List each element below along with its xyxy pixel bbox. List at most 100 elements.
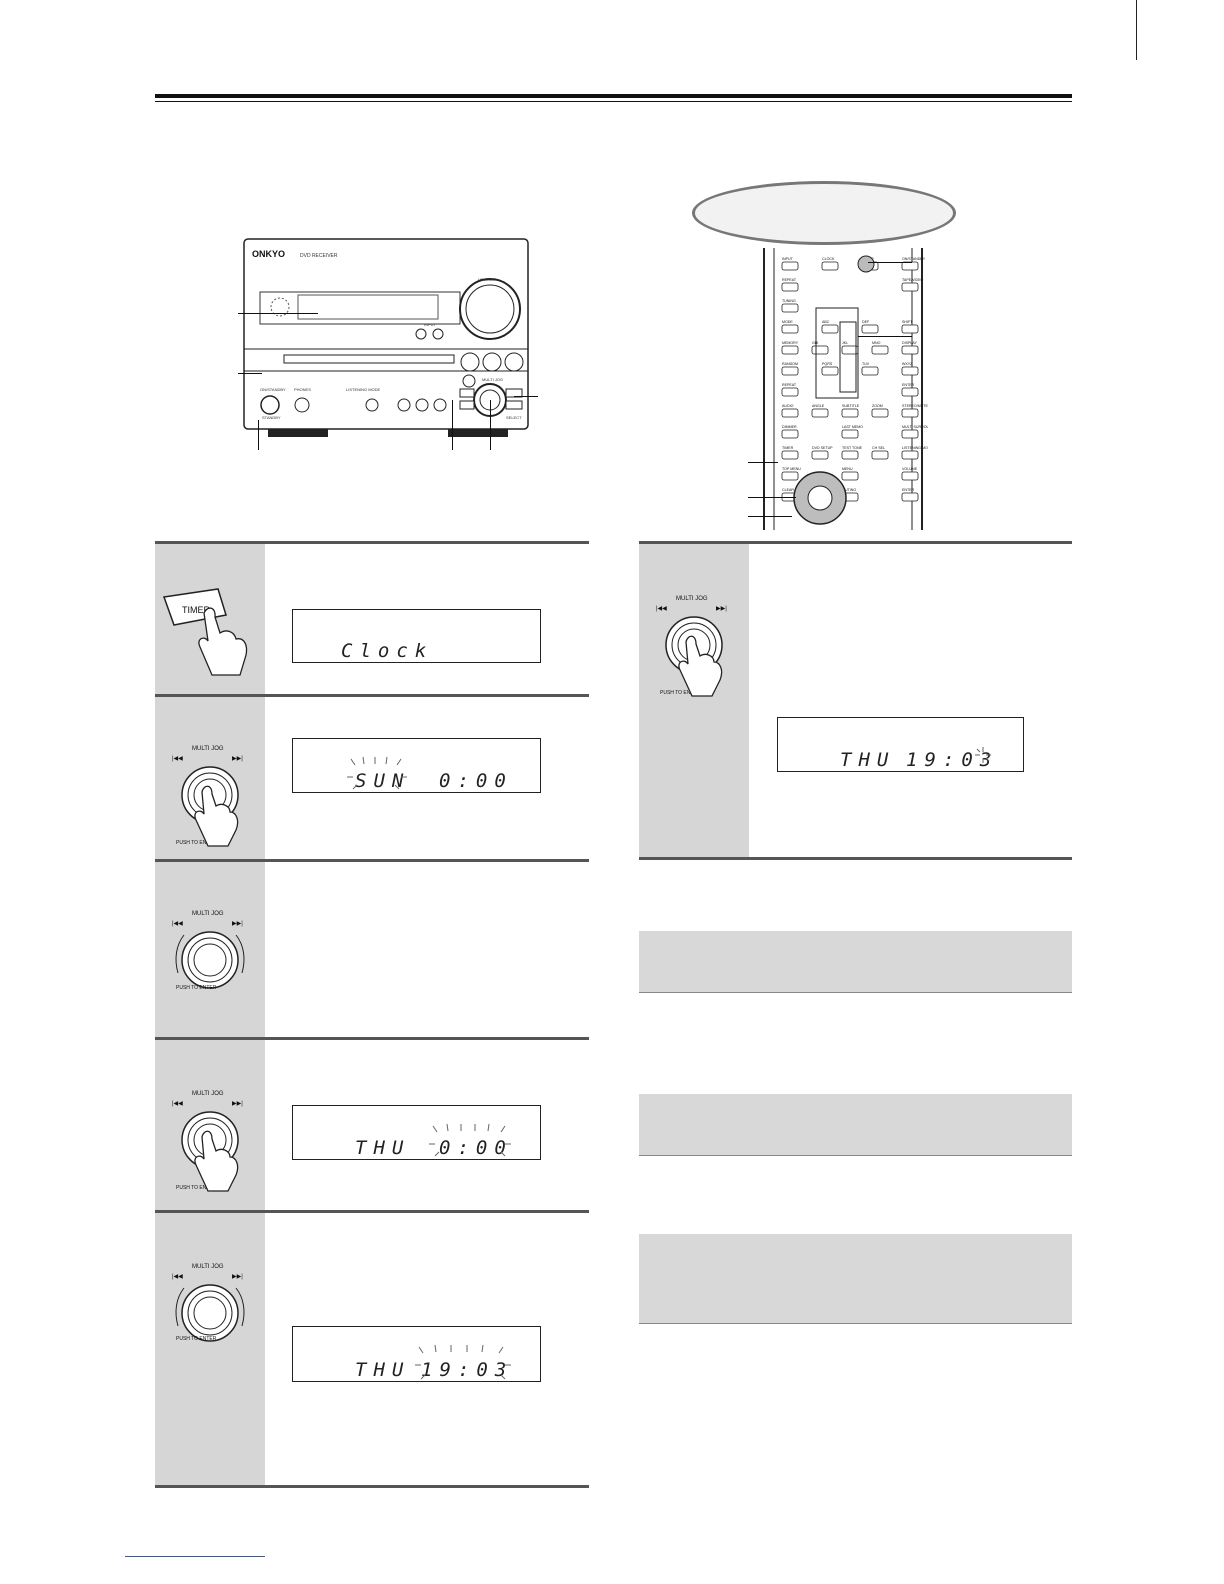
remote-button[interactable] — [781, 324, 799, 334]
svg-text:▶▶|: ▶▶| — [232, 1101, 243, 1107]
remote-button[interactable] — [901, 366, 919, 376]
remote-button-label: ABC — [822, 320, 830, 324]
remote-button[interactable] — [901, 408, 919, 418]
remote-button[interactable] — [781, 261, 799, 271]
remote-button[interactable] — [821, 366, 839, 376]
remote-button-label: ANGLE — [812, 404, 825, 408]
knob-label-2: MULTI JOG — [192, 911, 224, 917]
remote-button[interactable] — [811, 450, 829, 460]
leader-right — [514, 396, 538, 397]
lcd-text-clock: Clock — [341, 640, 434, 662]
remote-button-label: MUTING — [842, 488, 856, 492]
remote-button[interactable] — [781, 408, 799, 418]
remote-button-label: DEF — [862, 320, 870, 324]
note-box-3 — [639, 1234, 1072, 1323]
remote-button-label: DISPLAY — [902, 341, 918, 345]
leader-enter — [748, 497, 796, 498]
svg-text:|◀◀: |◀◀ — [172, 1274, 183, 1280]
lcd-text-thu-time-3: 19:03 — [906, 749, 999, 771]
remote-button[interactable] — [841, 450, 859, 460]
remote-button-label: MULTI SURROUND — [902, 425, 928, 429]
device-brand-logo: ONKYO — [252, 249, 285, 259]
remote-button-label: ENTER — [902, 383, 915, 387]
svg-text:▶▶|: ▶▶| — [716, 606, 727, 612]
remote-callout-oval — [692, 181, 956, 245]
remote-button-label: DVD SETUP — [812, 446, 833, 450]
remote-button[interactable] — [901, 345, 919, 355]
remote-button-label: CLEAR — [782, 488, 794, 492]
push-label-5: PUSH TO ENTER — [660, 690, 701, 696]
leader-arrows — [748, 516, 792, 517]
multijog-push-knob-3: MULTI JOG |◀◀ ▶▶| PUSH TO ENTER — [656, 596, 727, 697]
remote-button-label: TUNING — [782, 299, 796, 303]
remote-button[interactable] — [871, 345, 889, 355]
remote-button-label: TUV — [862, 362, 870, 366]
remote-button[interactable] — [901, 261, 919, 271]
remote-button[interactable] — [781, 429, 799, 439]
leader-display — [238, 313, 318, 314]
remote-button[interactable] — [821, 261, 839, 271]
step-rule-top — [155, 541, 589, 544]
remote-button[interactable] — [781, 345, 799, 355]
note-box-2 — [639, 1094, 1072, 1155]
remote-button[interactable] — [901, 282, 919, 292]
remote-button-label: DIMMER — [782, 425, 797, 429]
remote-button[interactable] — [901, 450, 919, 460]
multijog-turn-knob-1: MULTI JOG |◀◀ ▶▶| PUSH TO ENTER — [172, 911, 245, 991]
remote-button[interactable] — [821, 324, 839, 334]
lcd-text-sun-day: SUN — [355, 770, 411, 792]
leader-standby — [238, 373, 262, 374]
remote-button[interactable] — [841, 471, 859, 481]
lcd-display-thu-1903-final: THU 19:03 — [777, 717, 1024, 772]
remote-button[interactable] — [781, 387, 799, 397]
remote-button[interactable] — [901, 429, 919, 439]
remote-button[interactable] — [901, 492, 919, 502]
remote-button[interactable] — [781, 303, 799, 313]
remote-button-label: TIMER — [782, 446, 794, 450]
leader-multijog — [490, 400, 491, 450]
remote-button-label: PQRS — [822, 362, 833, 366]
lcd-display-sun: SUN 0:00 — [292, 738, 541, 793]
remote-button[interactable] — [781, 366, 799, 376]
timer-button-press: TIMER — [162, 588, 248, 676]
remote-button[interactable] — [861, 324, 879, 334]
remote-button-label: INPUT — [782, 257, 794, 261]
lcd-display-clock: Clock — [292, 609, 541, 663]
leader-onstandby — [258, 420, 259, 450]
remote-button-label: TOP MENU — [782, 467, 801, 471]
remote-button[interactable] — [811, 408, 829, 418]
remote-button[interactable] — [841, 408, 859, 418]
remote-button[interactable] — [781, 450, 799, 460]
remote-button-label: ON/STANDBY — [902, 257, 926, 261]
leader-clock — [868, 262, 912, 263]
remote-button-label: SHIFT — [902, 320, 913, 324]
remote-button[interactable] — [811, 345, 829, 355]
multijog-push-knob-1: MULTI JOG |◀◀ ▶▶| PUSH TO ENTER — [172, 746, 243, 847]
remote-button[interactable] — [901, 387, 919, 397]
remote-button-label: TAPE/VIDEO — [902, 278, 924, 282]
remote-button-label: CH SEL — [872, 446, 885, 450]
remote-button[interactable] — [871, 450, 889, 460]
device-select-label: SELECT — [506, 415, 522, 420]
svg-text:▶▶|: ▶▶| — [232, 921, 243, 927]
step-rule-2 — [155, 694, 589, 697]
remote-button[interactable] — [861, 366, 879, 376]
remote-button-label: SUBTITLE — [842, 404, 860, 408]
remote-button[interactable] — [781, 282, 799, 292]
remote-button-label: MENU — [842, 467, 853, 471]
blink-rays-sun — [347, 756, 407, 790]
lcd-text-thu-time-2: 19:03 — [421, 1359, 514, 1381]
remote-button[interactable] — [871, 408, 889, 418]
device-onstandby-label: ON/STANDBY — [260, 387, 286, 392]
remote-button[interactable] — [901, 471, 919, 481]
remote-button[interactable] — [781, 471, 799, 481]
device-phones-label: PHONES — [294, 387, 311, 392]
remote-button[interactable] — [841, 429, 859, 439]
remote-button-label: MODE — [782, 320, 793, 324]
crop-mark — [1136, 0, 1137, 60]
remote-illustration: INPUTCLOCKSLEEPON/STANDBYREPEATTAPE/VIDE… — [763, 248, 928, 530]
main-unit-illustration: ONKYO DVD RECEIVER VOLUME LISTENING MODE… — [243, 238, 529, 437]
knob-label-3: MULTI JOG — [192, 1091, 224, 1097]
remote-button[interactable] — [901, 324, 919, 334]
remote-button-label: ZOOM — [872, 404, 883, 408]
